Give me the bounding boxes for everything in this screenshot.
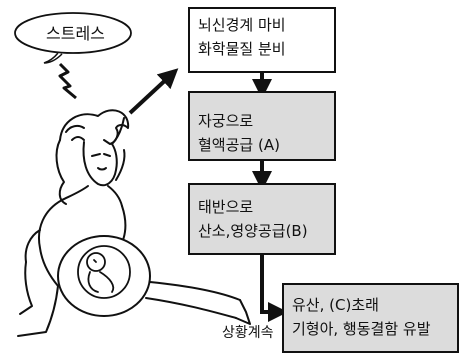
continuation-label: 상황계속 (222, 325, 274, 341)
brain-effect-line2: 화학물질 분비 (198, 40, 286, 58)
fetus-illustration (77, 245, 131, 299)
thought-bubble-icon (14, 12, 132, 64)
stress-label: 스트레스 (46, 24, 105, 43)
head-to-brain-arrow (128, 68, 179, 115)
uterus-line1: 자궁으로 (198, 112, 254, 130)
brain-effect-box: 뇌신경계 마비 화학물질 분비 (188, 7, 336, 73)
arrow-step3-step4 (260, 255, 288, 322)
outcome-box: 유산, (C)초래 기형아, 행동결함 유발 (282, 283, 459, 353)
placenta-supply-box: 태반으로 산소,영양공급(B) (188, 183, 336, 255)
outcome-line2: 기형아, 행동결함 유발 (292, 320, 431, 338)
uterus-blood-supply-box: 자궁으로 혈액공급 (A) (188, 91, 336, 161)
brain-effect-line1: 뇌신경계 마비 (198, 16, 286, 34)
uterus-line2: 혈액공급 (A) (198, 136, 280, 154)
placenta-line1: 태반으로 (198, 198, 254, 216)
placenta-line2: 산소,영양공급(B) (198, 222, 308, 240)
lightning-icon (58, 62, 77, 100)
outcome-line1: 유산, (C)초래 (292, 296, 379, 314)
